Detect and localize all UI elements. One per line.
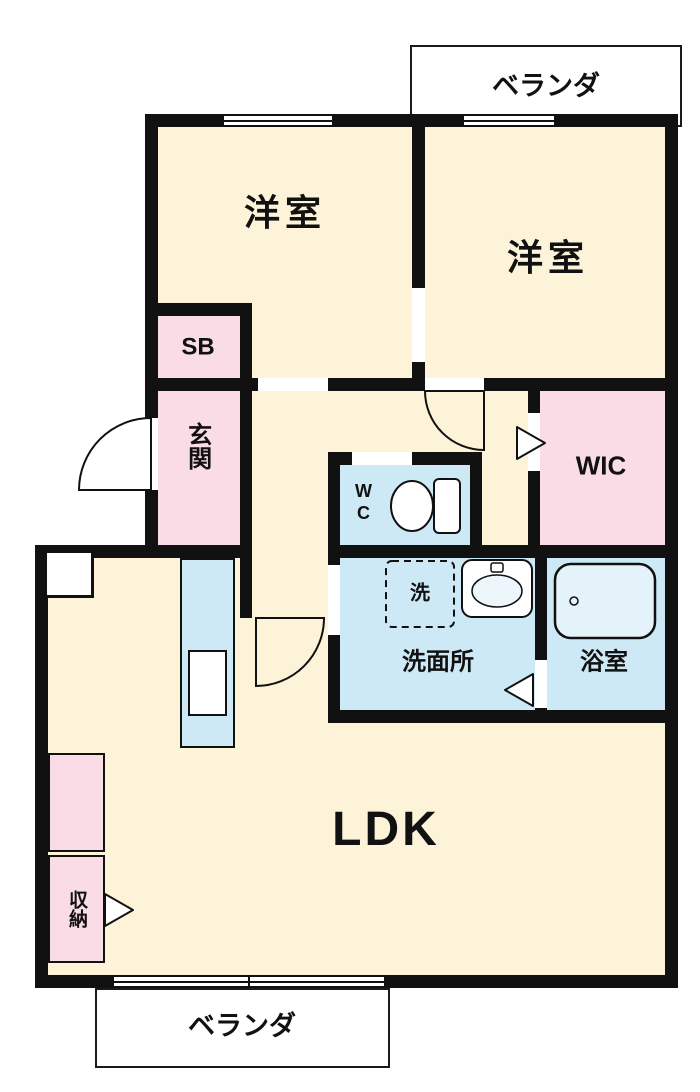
- bedroom1-label: 洋室: [243, 192, 327, 234]
- door-arc-entrance: [77, 416, 152, 491]
- window-ldk: [112, 975, 386, 988]
- door-arc-bedroom2: [423, 390, 485, 452]
- ldk-label: LDK: [332, 802, 440, 856]
- bathtub-icon: [553, 562, 657, 640]
- wic-label: WIC: [575, 450, 627, 481]
- opening-wc-door: [352, 452, 412, 465]
- shoe-box: [158, 316, 240, 378]
- sink-icon: [461, 559, 533, 618]
- bedroom2-floor: [425, 127, 665, 378]
- washer-label: 洗: [410, 582, 430, 605]
- shoe-box-label: SB: [181, 333, 215, 361]
- toilet-icon: [390, 478, 461, 534]
- wc-label: WC: [353, 481, 374, 525]
- wall-shoebox-top: [145, 303, 252, 316]
- veranda-bottom-label: ベランダ: [188, 1010, 296, 1041]
- veranda-top: [410, 45, 682, 127]
- opening-washroom-door: [328, 565, 340, 635]
- wall-left-lower: [35, 545, 48, 988]
- opening-bedroom-slider: [412, 288, 425, 362]
- veranda-top-label: ベランダ: [492, 70, 600, 101]
- door-triangle-bathroom: [504, 673, 534, 707]
- washing-machine-icon: [385, 560, 455, 628]
- wall-washroom-top: [328, 545, 678, 558]
- ldk-floor-right: [328, 722, 665, 975]
- wall-washroom-bottom: [328, 710, 678, 723]
- door-triangle-wic: [516, 426, 546, 460]
- opening-bedroom2-door: [425, 378, 484, 391]
- entrance-label: 玄関: [183, 422, 211, 470]
- opening-bedroom1-door: [258, 378, 328, 391]
- utility-box: [44, 550, 94, 598]
- washroom-label: 洗面所: [402, 648, 474, 676]
- kitchen-sink: [188, 650, 227, 716]
- wic-floor: [540, 391, 665, 545]
- wall-wc-right: [470, 452, 482, 558]
- storage-label: 収納: [65, 890, 87, 928]
- window-bedroom2: [462, 114, 556, 127]
- opening-bathroom-door: [535, 660, 547, 708]
- bedroom2-label: 洋室: [506, 237, 590, 279]
- veranda-bottom: [95, 988, 390, 1068]
- window-bedroom1: [222, 114, 334, 127]
- door-arc-ldk: [255, 617, 326, 688]
- entrance-floor: [158, 391, 240, 545]
- door-triangle-storage: [104, 893, 134, 927]
- bathroom-label: 浴室: [580, 648, 628, 676]
- closet-left: [48, 753, 105, 852]
